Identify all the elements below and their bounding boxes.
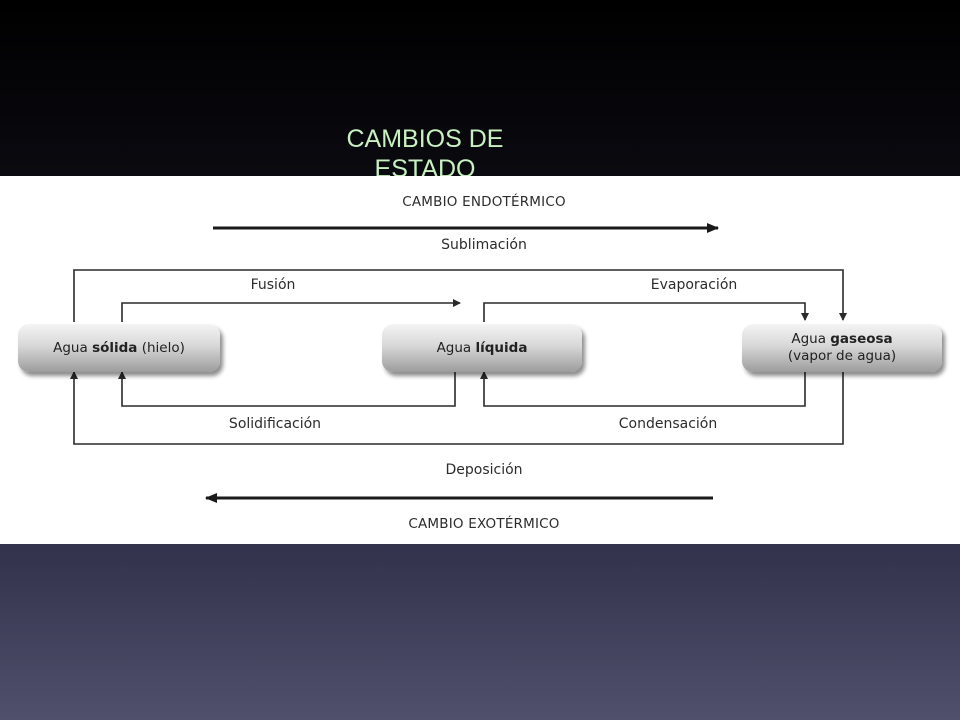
gas-state: gaseosa	[830, 331, 893, 347]
liquid-water-node: Agua líquida	[382, 324, 582, 372]
evaporation-label: Evaporación	[650, 277, 738, 293]
endothermic-label: CAMBIO ENDOTÉRMICO	[402, 194, 566, 210]
diagram-arrows	[70, 223, 847, 503]
gas-prefix: Agua	[791, 331, 826, 347]
fusion-arrow	[121, 299, 461, 322]
liquid-prefix: Agua	[436, 339, 472, 356]
gas-suffix: (vapor de agua)	[787, 348, 897, 364]
fusion-label: Fusión	[250, 277, 296, 293]
deposition-arrow	[70, 371, 844, 445]
condensation-label: Condensación	[618, 416, 718, 432]
gas-water-node: Agua gaseosa (vapor de agua)	[742, 324, 942, 372]
sublimation-label: Sublimación	[441, 237, 527, 253]
solid-state: sólida	[92, 339, 138, 356]
exothermic-label: CAMBIO EXOTÉRMICO	[408, 516, 560, 532]
solid-suffix: (hielo)	[141, 339, 185, 356]
states-of-matter-diagram: CAMBIO ENDOTÉRMICO Sublimación Fusión Ev…	[0, 176, 960, 544]
solid-water-node: Agua sólida (hielo)	[18, 324, 220, 372]
deposition-label: Deposición	[445, 462, 523, 478]
solidification-label: Solidificación	[228, 416, 322, 432]
sublimation-arrow	[73, 269, 847, 322]
solid-prefix: Agua	[53, 339, 88, 356]
evaporation-arrow	[483, 302, 809, 322]
condensation-arrow	[480, 371, 806, 407]
liquid-state: líquida	[475, 339, 528, 356]
slide-title: CAMBIOS DE ESTADO	[346, 125, 504, 183]
solidification-arrow	[118, 371, 456, 407]
